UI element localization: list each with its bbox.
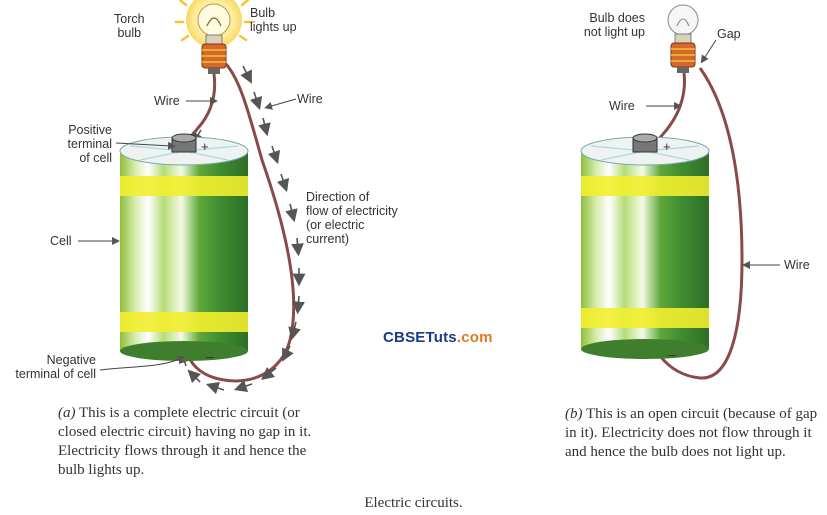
- svg-text:–: –: [668, 346, 676, 362]
- label-wire-left-b: Wire: [609, 99, 635, 113]
- label-cell: Cell: [50, 234, 72, 248]
- current-flow-arrows: [178, 65, 306, 395]
- cell-a: + –: [119, 133, 249, 364]
- label-current-direction: Direction of flow of electricity (or ele…: [306, 190, 398, 246]
- label-bulb-not-light: Bulb does not light up: [583, 11, 645, 39]
- label-bulb-lights-up: Bulb lights up: [250, 6, 297, 34]
- label-positive-terminal: Positive terminal of cell: [67, 123, 112, 165]
- watermark-part2: .com: [456, 329, 493, 346]
- diagram-b: + –: [580, 4, 780, 380]
- label-wire-right-a: Wire: [297, 92, 323, 106]
- unlit-bulb: [667, 4, 699, 73]
- label-negative-terminal: Negative terminal of cell: [15, 353, 96, 381]
- caption-a-marker: (a): [58, 405, 76, 421]
- label-gap: Gap: [717, 27, 741, 41]
- caption-b-marker: (b): [565, 406, 583, 422]
- diagram-a: + –: [78, 0, 306, 395]
- caption-b-text: This is an open circuit (because of gap …: [565, 406, 818, 460]
- watermark-logo: CBSETuts.com: [383, 329, 493, 346]
- svg-text:+: +: [663, 139, 671, 154]
- caption-a: (a) This is a complete electric circuit …: [58, 404, 320, 480]
- caption-a-text: This is a complete electric circuit (or …: [58, 405, 312, 478]
- label-wire-left-a: Wire: [154, 94, 180, 108]
- glowing-bulb: [174, 0, 254, 74]
- svg-text:–: –: [206, 348, 214, 364]
- svg-text:+: +: [201, 139, 209, 154]
- leader-lines-a: [78, 97, 297, 371]
- figure-caption: Electric circuits.: [364, 495, 463, 511]
- watermark-part1: CBSETuts: [383, 329, 457, 346]
- caption-b: (b) This is an open circuit (because of …: [565, 405, 823, 462]
- leader-lines-b: [646, 39, 780, 269]
- label-wire-right-b: Wire: [784, 258, 810, 272]
- cell-b: + –: [580, 133, 710, 362]
- label-torch-bulb: Torch bulb: [114, 12, 145, 40]
